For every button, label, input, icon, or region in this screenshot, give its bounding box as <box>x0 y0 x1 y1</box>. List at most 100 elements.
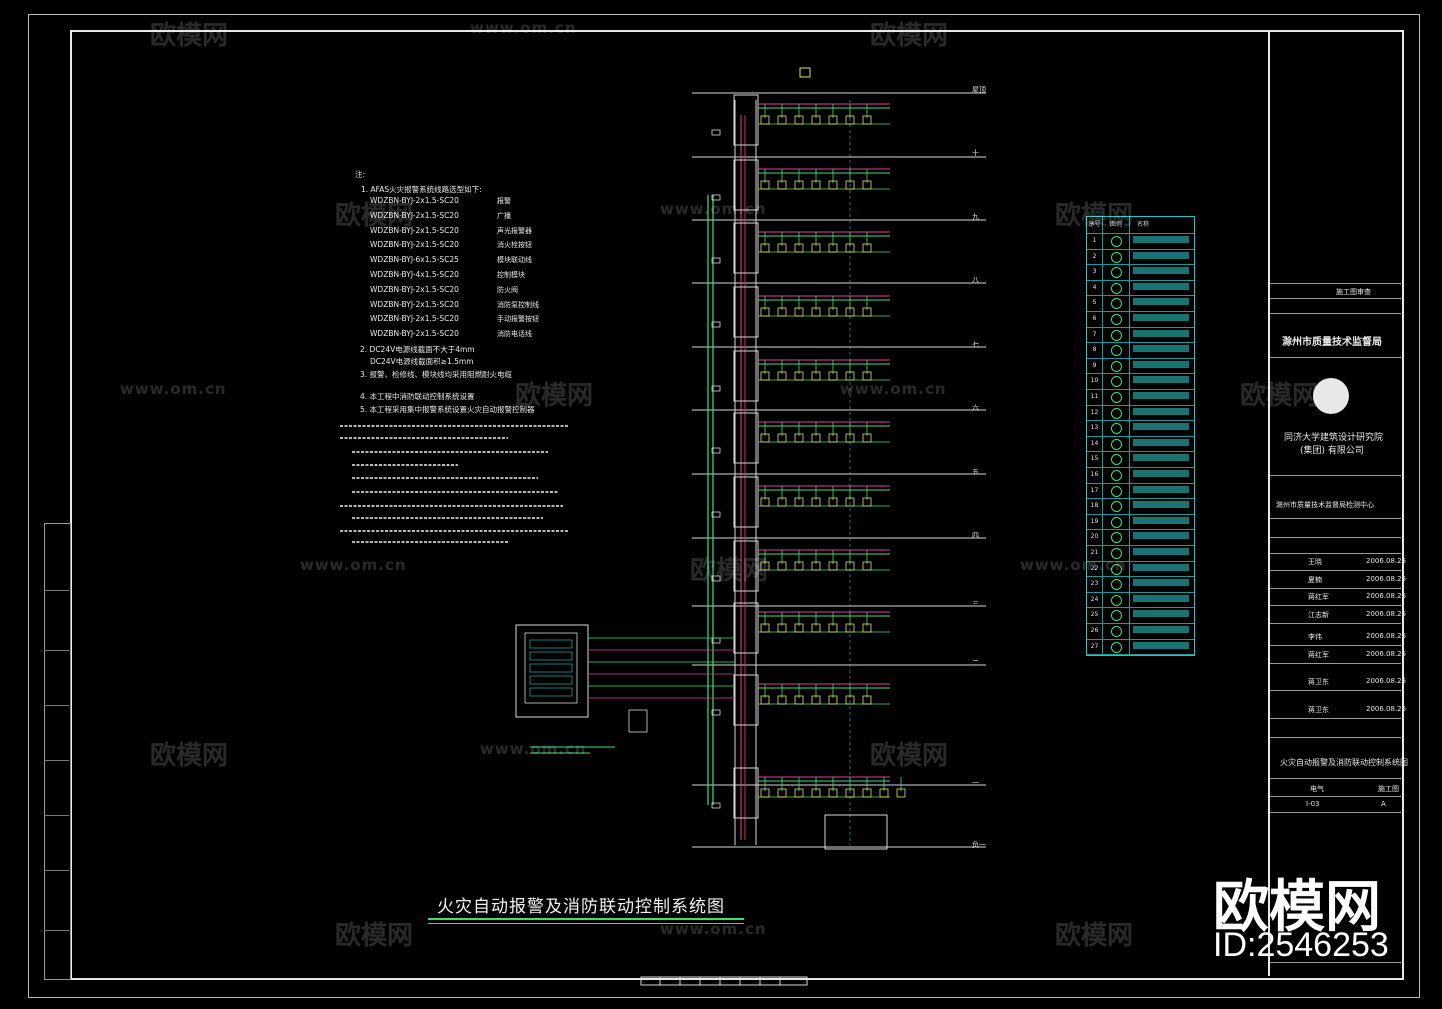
legend-description <box>1133 251 1189 259</box>
legend-row: 25 <box>1087 607 1194 624</box>
legend-row-number: 9 <box>1087 357 1103 374</box>
strip-divider <box>44 590 69 591</box>
legend-row: 14 <box>1087 435 1194 453</box>
legend-symbol-icon <box>1103 638 1130 655</box>
floor-junction-box <box>733 602 759 654</box>
legend-symbol-icon <box>1103 607 1130 623</box>
cable-spec: WDZBN-BYJ-2x1.5-SC20 <box>370 299 459 309</box>
legend-row-number: 24 <box>1087 591 1103 608</box>
device-icon <box>862 180 872 190</box>
device-icon <box>862 243 872 253</box>
legend-row: 19 <box>1087 513 1194 531</box>
device-icon <box>777 497 787 507</box>
legend-row: 27 <box>1087 638 1194 656</box>
legend-row-number: 15 <box>1087 451 1103 467</box>
device-icon <box>828 497 838 507</box>
legend-symbol-icon <box>1103 482 1130 499</box>
riser-module-icon <box>711 129 721 136</box>
legend-row-number: 8 <box>1087 342 1103 358</box>
device-icon <box>760 695 770 705</box>
legend-symbol-icon <box>1103 295 1130 311</box>
device-icon <box>777 788 787 798</box>
device-icon <box>845 695 855 705</box>
legend-row: 21 <box>1087 545 1194 562</box>
cable-spec: WDZBN-BYJ-2x1.5-SC20 <box>370 314 459 324</box>
legend-description <box>1133 438 1189 446</box>
legend-symbol-icon <box>1103 591 1130 608</box>
tb-divider <box>1270 553 1401 554</box>
note-2: 2. DC24V电源线截面不大于4mm <box>360 345 475 354</box>
floor-junction-box <box>733 476 759 528</box>
tb-designer2: (集团) 有限公司 <box>1300 446 1364 456</box>
control-room-box <box>515 624 589 718</box>
device-icon <box>811 433 821 443</box>
strip-divider <box>44 930 69 931</box>
device-icon <box>811 623 821 633</box>
tb-project: 滁州市质量技术监督局检测中心 <box>1276 501 1374 509</box>
legend-symbol-icon <box>1103 576 1130 592</box>
tb-divider <box>1270 298 1401 299</box>
floor-label: 屋顶 <box>972 86 986 94</box>
tb-discipline: 电气 <box>1310 785 1324 793</box>
device-icon <box>845 371 855 381</box>
device-icon <box>794 695 804 705</box>
device-icon <box>828 561 838 571</box>
tb-date: 2006.08.25 <box>1366 632 1407 640</box>
strip-divider <box>44 870 69 871</box>
tb-date: 2006.08.25 <box>1366 592 1407 600</box>
device-icon <box>777 695 787 705</box>
device-icon <box>862 497 872 507</box>
legend-description <box>1133 626 1189 633</box>
legend-row-number: 26 <box>1087 623 1103 639</box>
legend-row: 12 <box>1087 404 1194 422</box>
floor-junction-box <box>733 412 759 464</box>
tb-revision: A <box>1381 800 1386 808</box>
floor-label: 五 <box>972 468 979 476</box>
tb-divider <box>1270 518 1401 519</box>
legend-description <box>1133 314 1189 321</box>
tb-divider <box>1270 778 1401 779</box>
device-icon <box>811 371 821 381</box>
designer-logo-icon <box>1313 378 1349 414</box>
tb-date: 2006.08.25 <box>1366 575 1407 583</box>
device-icon <box>777 371 787 381</box>
legend-row-number: 3 <box>1087 264 1103 280</box>
drawing-frame <box>70 30 1404 980</box>
legend-symbol-icon <box>1103 279 1130 296</box>
legend-row-number: 6 <box>1087 311 1103 327</box>
legend-row-number: 7 <box>1087 326 1103 343</box>
device-icon <box>794 115 804 125</box>
legend-row: 16 <box>1087 467 1194 484</box>
legend-description <box>1133 485 1189 493</box>
device-icon <box>760 371 770 381</box>
legend-row: 15 <box>1087 451 1194 468</box>
cable-desc: 报警 <box>497 197 511 205</box>
legend-symbol-icon <box>1103 326 1130 343</box>
legend-symbol-icon <box>1103 389 1130 405</box>
floor-label: 负一 <box>972 841 986 849</box>
device-icon <box>811 180 821 190</box>
device-icon <box>845 497 855 507</box>
legend-row: 4 <box>1087 279 1194 297</box>
legend-row: 8 <box>1087 342 1194 359</box>
legend-row-number: 10 <box>1087 373 1103 389</box>
floor-label: 三 <box>972 600 979 608</box>
tb-signature: 王晓 <box>1308 558 1322 566</box>
floor-junction-box <box>733 540 759 592</box>
riser-module-icon <box>711 575 721 582</box>
device-icon <box>828 243 838 253</box>
device-icon <box>862 623 872 633</box>
tb-divider <box>1270 718 1401 719</box>
tb-signature: 李伟 <box>1308 633 1322 641</box>
device-icon <box>845 433 855 443</box>
tb-divider <box>1270 623 1401 624</box>
cable-spec: WDZBN-BYJ-4x1.5-SC20 <box>370 270 459 279</box>
legend-description <box>1133 470 1189 477</box>
tb-divider <box>1270 537 1401 538</box>
legend-description <box>1133 345 1189 353</box>
tb-divider <box>1270 605 1401 606</box>
cable-spec: WDZBN-BYJ-2x1.5-SC20 <box>370 284 459 294</box>
device-icon <box>828 371 838 381</box>
legend-symbol-icon <box>1103 233 1130 249</box>
